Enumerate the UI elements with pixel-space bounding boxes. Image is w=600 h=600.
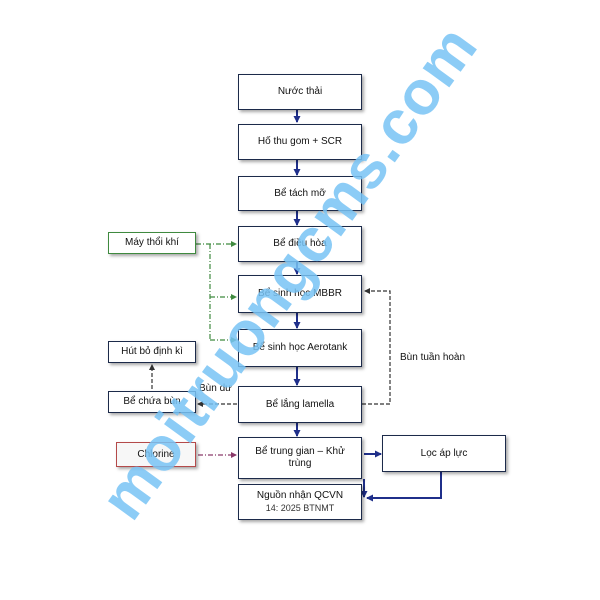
label-bun-du: Bùn dư [199, 383, 232, 394]
node-label: Nước thải [277, 86, 323, 97]
node-nuoc-thai: Nước thải [238, 74, 362, 110]
node-loc-ap-luc: Lọc áp lực [382, 435, 506, 472]
sludge-lines [149, 288, 391, 407]
node-hut-bo: Hút bỏ định kì [108, 341, 196, 363]
node-label: Máy thổi khí [125, 237, 179, 248]
node-be-tach-mo: Bể tách mỡ [238, 176, 362, 211]
node-chlorine: Chlorine [116, 442, 196, 467]
arrow-loc-to-nguon-nhan [366, 472, 442, 502]
node-may-thoi-khi: Máy thổi khí [108, 232, 196, 254]
node-label: Chlorine [137, 448, 175, 460]
node-label: Bể điều hòa [273, 238, 327, 249]
node-label: Bể trung gian – Khử trùng [255, 446, 345, 469]
node-label-line2: 14: 2025 BTNMT [265, 503, 335, 513]
node-be-dieu-hoa: Bể điều hòa [238, 226, 362, 262]
main-flow-arrows [293, 110, 442, 502]
node-label-line1: Nguồn nhận QCVN [256, 490, 344, 501]
node-ho-thu-gom: Hố thu gom + SCR [238, 124, 362, 160]
node-label: Hố thu gom + SCR [257, 136, 343, 147]
node-be-chua-bun: Bể chứa bùn [108, 391, 196, 413]
air-supply-lines [196, 241, 237, 343]
node-label: Bể sinh học MBBR [258, 288, 342, 299]
node-label: Hút bỏ định kì [121, 346, 183, 357]
node-be-lang: Bể lắng lamella [238, 386, 362, 423]
label-bun-tuan-hoan: Bùn tuần hoàn [400, 352, 466, 363]
node-be-trung-gian: Bể trung gian – Khử trùng [238, 437, 362, 479]
node-be-aerotank: Bể sinh học Aerotank [238, 329, 362, 367]
node-be-mbbr: Bể sinh học MBBR [238, 275, 362, 313]
node-label: Bể sinh học Aerotank [252, 342, 348, 353]
arrow-return-sludge [362, 288, 391, 405]
node-label: Bể tách mỡ [274, 187, 326, 199]
node-nguon-nhan: Nguồn nhận QCVN 14: 2025 BTNMT [238, 484, 362, 520]
node-label: Bể chứa bùn [123, 396, 181, 407]
node-label: Lọc áp lực [420, 447, 468, 459]
node-label: Bể lắng lamella [265, 398, 335, 410]
